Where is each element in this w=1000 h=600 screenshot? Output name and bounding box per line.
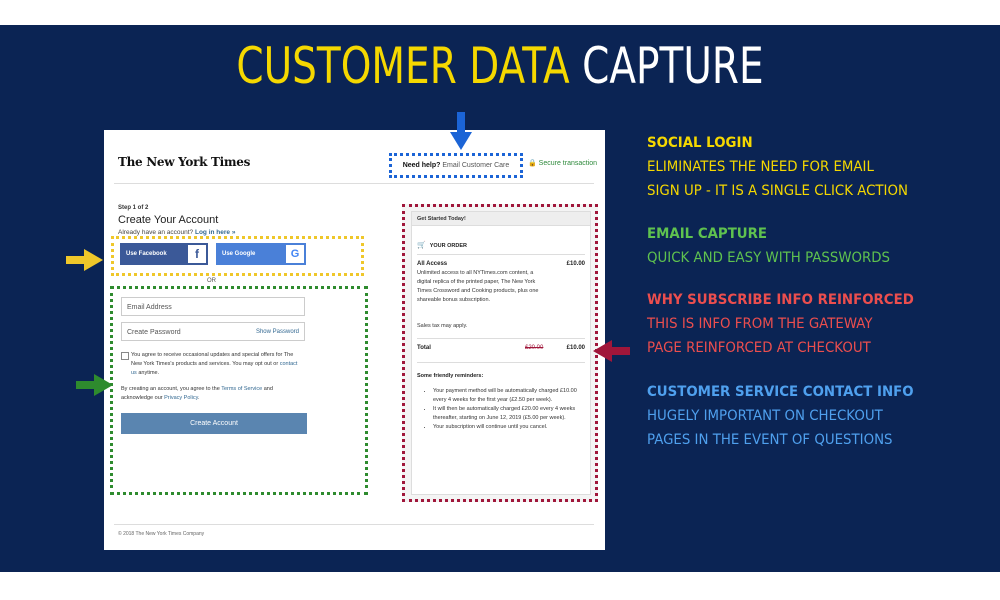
item-price: £10.00 (566, 261, 585, 267)
customer-care-highlight-box: Need help? Email Customer Care (389, 153, 523, 178)
order-summary-panel: Get Started Today! 🛒YOUR ORDER All Acces… (411, 211, 591, 495)
already-have-account-text: Already have an account? (118, 229, 194, 236)
login-link[interactable]: Log in here » (194, 229, 236, 236)
title-rest: CAPTURE (582, 37, 764, 95)
order-divider-top (417, 254, 585, 255)
arrow-down-icon (450, 112, 472, 150)
email-customer-care-link[interactable]: Email Customer Care (442, 162, 510, 169)
terms-prefix: By creating an account, you agree to the (121, 386, 220, 392)
create-account-button[interactable]: Create Account (121, 413, 307, 434)
consent-body: You agree to receive occasional updates … (131, 352, 294, 367)
cart-icon: 🛒 (417, 242, 426, 249)
lock-icon: 🔒 (528, 160, 537, 167)
order-divider-total (417, 338, 585, 339)
show-password-link[interactable]: Show Password (255, 329, 299, 335)
contact-us-link[interactable]: contact us (131, 361, 298, 376)
total-label: Total (417, 345, 431, 351)
facebook-button-label: Use Facebook (126, 251, 167, 257)
terms-text: By creating an account, you agree to the… (121, 385, 305, 403)
facebook-login-button[interactable]: Use Facebook f (120, 243, 208, 265)
annotation-email-capture: EMAIL CAPTURE QUICK AND EASY WITH PASSWO… (647, 222, 890, 270)
need-help-label: Need help? (402, 162, 441, 169)
privacy-policy-link[interactable]: Privacy Policy (164, 395, 198, 401)
email-placeholder: Email Address (127, 304, 172, 311)
reminders-list: Your payment method will be automaticall… (425, 387, 591, 432)
annotation-line: PAGE REINFORCED AT CHECKOUT (647, 340, 871, 356)
nyt-checkout-screenshot: The New York Times Need help? Email Cust… (104, 130, 605, 550)
total-discounted-price: £10.00 (566, 345, 585, 351)
annotation-line: HUGELY IMPORTANT ON CHECKOUT (647, 408, 883, 424)
google-icon: G (286, 245, 304, 263)
or-divider: OR (207, 278, 216, 284)
arrow-right-icon (66, 249, 103, 271)
footer-divider (114, 524, 594, 525)
item-description: Unlimited access to all NYTimes.com cont… (417, 270, 539, 303)
email-field[interactable]: Email Address (121, 297, 305, 316)
secure-transaction-label: Secure transaction (538, 160, 598, 167)
page-heading: Create Your Account (118, 214, 219, 226)
google-button-label: Use Google (222, 251, 256, 257)
header-divider (114, 183, 594, 184)
order-divider-reminders (417, 362, 585, 363)
list-item: Your subscription will continue until yo… (433, 423, 591, 432)
reminders-heading: Some friendly reminders: (417, 373, 484, 379)
annotation-line: THIS IS INFO FROM THE GATEWAY (647, 316, 873, 332)
annotation-heading: WHY SUBSCRIBE INFO REINFORCED (647, 292, 914, 308)
annotation-line: SIGN UP - IT IS A SINGLE CLICK ACTION (647, 183, 908, 199)
annotation-heading: CUSTOMER SERVICE CONTACT INFO (647, 384, 914, 400)
your-order-heading: 🛒YOUR ORDER (417, 241, 467, 249)
terms-mid: and acknowledge our (121, 386, 273, 401)
terms-end: . (197, 395, 200, 401)
annotation-heading: SOCIAL LOGIN (647, 135, 753, 151)
annotation-customer-service: CUSTOMER SERVICE CONTACT INFO HUGELY IMP… (647, 380, 914, 452)
marketing-consent-checkbox[interactable] (121, 352, 129, 360)
password-placeholder: Create Password (127, 329, 181, 336)
title-highlight: CUSTOMER DATA (236, 37, 570, 95)
login-prompt: Already have an account? Log in here » (118, 229, 235, 236)
order-summary-highlight-box: Get Started Today! 🛒YOUR ORDER All Acces… (402, 204, 598, 502)
annotation-line: PAGES IN THE EVENT OF QUESTIONS (647, 432, 893, 448)
annotation-heading: EMAIL CAPTURE (647, 226, 768, 242)
marketing-consent-text: You agree to receive occasional updates … (131, 351, 303, 378)
list-item: Your payment method will be automaticall… (433, 387, 591, 405)
annotation-line: QUICK AND EASY WITH PASSWORDS (647, 250, 891, 266)
nyt-logo: The New York Times (118, 155, 251, 169)
your-order-label: YOUR ORDER (429, 243, 467, 249)
footer-copyright: © 2018 The New York Times Company (118, 531, 205, 537)
terms-of-service-link[interactable]: Terms of Service (221, 386, 263, 392)
google-login-button[interactable]: Use Google G (216, 243, 306, 265)
secure-transaction: 🔒 Secure transaction (528, 159, 597, 167)
slide-title: CUSTOMER DATA CAPTURE (110, 36, 890, 96)
annotation-line: ELIMINATES THE NEED FOR EMAIL (647, 159, 874, 175)
total-original-price: £20.00 (525, 345, 544, 351)
annotation-social-login: SOCIAL LOGIN ELIMINATES THE NEED FOR EMA… (647, 131, 908, 203)
annotation-why-subscribe: WHY SUBSCRIBE INFO REINFORCED THIS IS IN… (647, 288, 914, 360)
arrow-left-icon (593, 340, 630, 362)
consent-tail: anytime. (138, 370, 160, 376)
arrow-right-icon (76, 374, 113, 396)
password-field[interactable]: Create Password Show Password (121, 322, 305, 341)
item-name: All Access (417, 261, 448, 267)
facebook-icon: f (188, 245, 206, 263)
tax-note: Sales tax may apply. (417, 323, 468, 329)
list-item: It will then be automatically charged £2… (433, 405, 591, 423)
social-login-highlight-box: Use Facebook f Use Google G (111, 236, 364, 276)
step-indicator: Step 1 of 2 (118, 205, 149, 211)
order-panel-header: Get Started Today! (412, 212, 590, 226)
email-capture-highlight-box: Email Address Create Password Show Passw… (110, 286, 368, 495)
